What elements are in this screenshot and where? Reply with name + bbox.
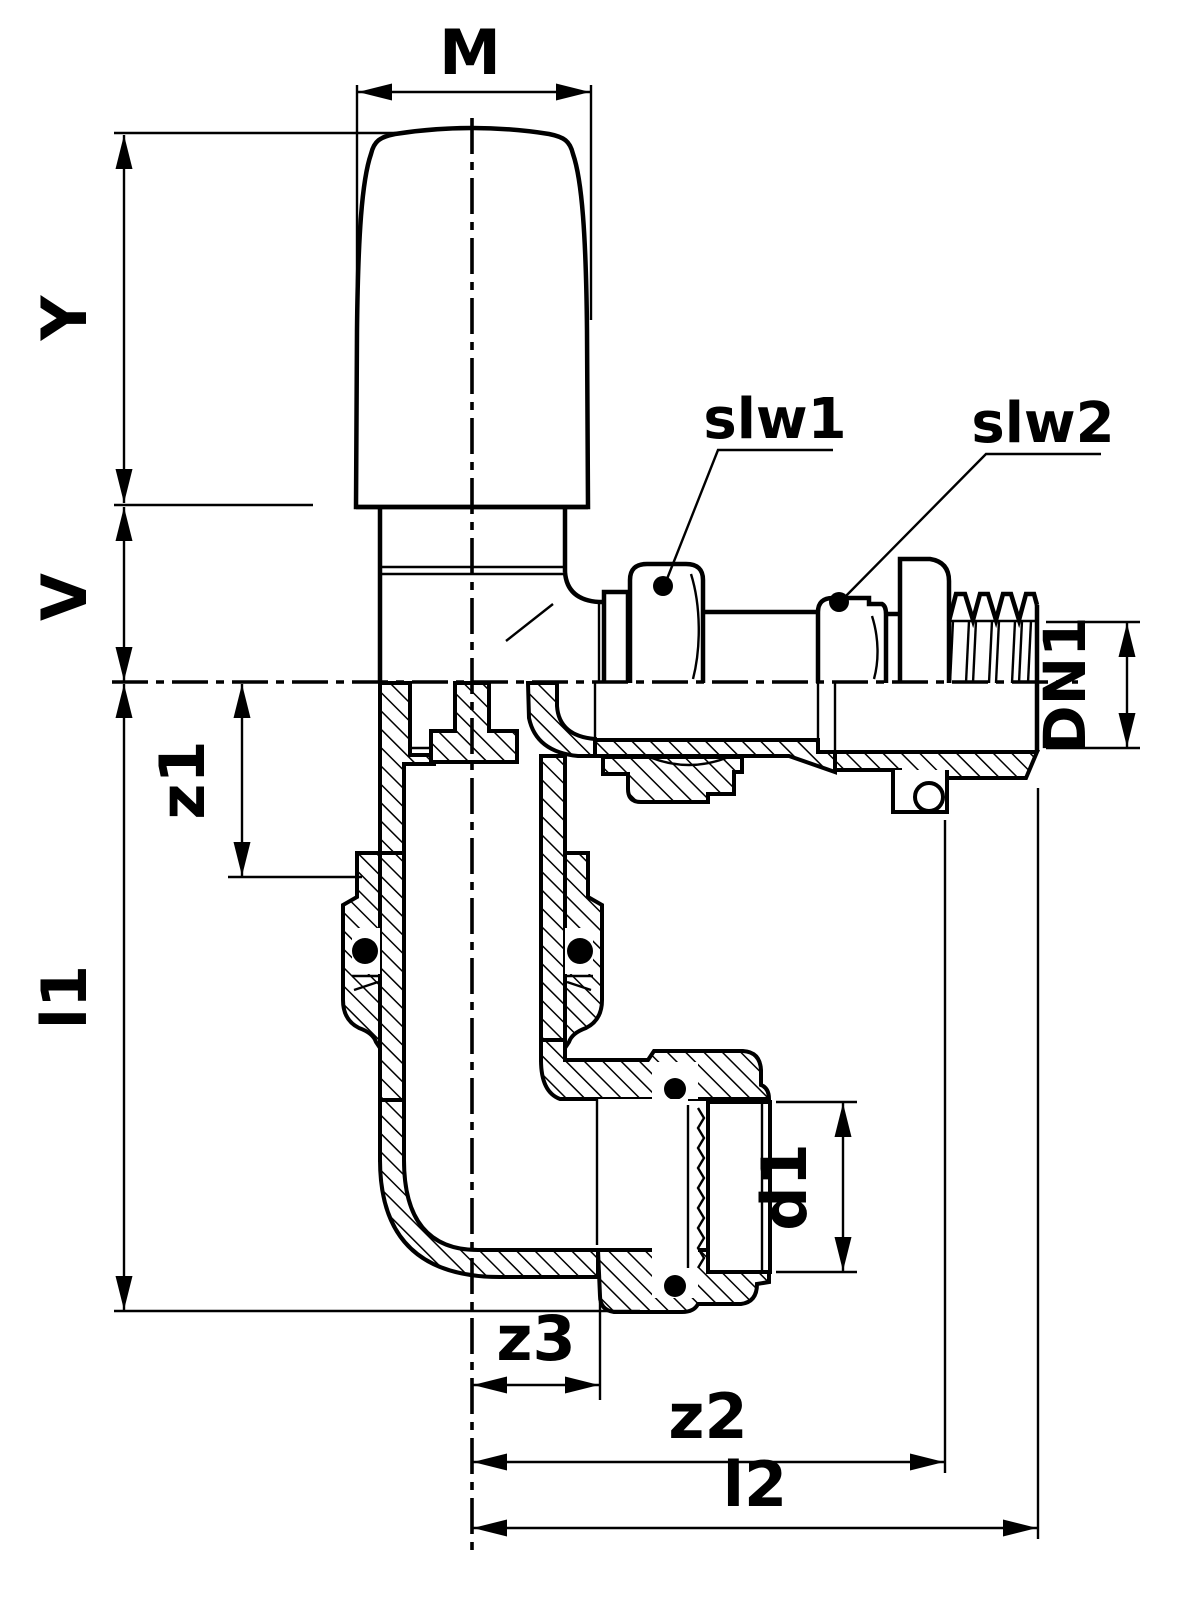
elbow-wall [378, 1098, 600, 1279]
dim-label-z2: z2 [668, 1380, 747, 1453]
spindle-seat [429, 681, 519, 764]
callout-label-slw2: slw2 [971, 391, 1114, 456]
dim-label-z1: z1 [146, 740, 219, 819]
o-ring-left [352, 938, 378, 964]
dim-label-z3: z3 [496, 1302, 575, 1375]
column-right-wall [525, 681, 597, 758]
dim-label-y: Y [28, 294, 101, 341]
thread-flanks [948, 620, 1033, 684]
union-nut-lower-half [601, 755, 744, 804]
dim-label-dn1: DN1 [1031, 616, 1099, 753]
dimensions [114, 85, 1140, 1539]
leader-slw2 [840, 452, 1101, 602]
dim-label-m: M [439, 16, 501, 89]
leader-dot-slw2 [829, 592, 849, 612]
union-nut-1 [627, 561, 706, 683]
ball-icon [913, 781, 945, 813]
washer-ring [601, 589, 631, 683]
centerlines [112, 118, 1078, 1556]
column-left-wall [378, 681, 436, 855]
leader-slw1 [663, 448, 833, 585]
dim-label-l2: l2 [723, 1448, 787, 1521]
dimension-labels: M Y V slw1 slw2 DN1 z1 l1 d1 z3 z2 l2 [28, 16, 1115, 1521]
arrowheads [115, 83, 1136, 1537]
callout-label-slw1: slw1 [703, 387, 846, 452]
upper-outline [353, 125, 1040, 752]
section-hatched-body [341, 681, 1041, 1314]
outlet-pipe [595, 1099, 772, 1274]
dim-label-l1: l1 [28, 965, 101, 1029]
dim-label-d1: d1 [748, 1143, 821, 1231]
flange [897, 556, 952, 683]
male-thread [946, 591, 1040, 629]
leader-dot-slw1 [653, 576, 673, 596]
seals [352, 928, 698, 1298]
o-ring-right [567, 938, 593, 964]
tube-wall-right [539, 754, 567, 1062]
grip-ring [696, 1107, 706, 1269]
dim-label-v: V [28, 573, 101, 621]
o-ring-outlet-top [664, 1078, 686, 1100]
drain-pin [891, 770, 949, 814]
union-nut-2 [815, 595, 889, 683]
chamfer-line [505, 603, 554, 642]
o-ring-outlet-bottom [664, 1275, 686, 1297]
